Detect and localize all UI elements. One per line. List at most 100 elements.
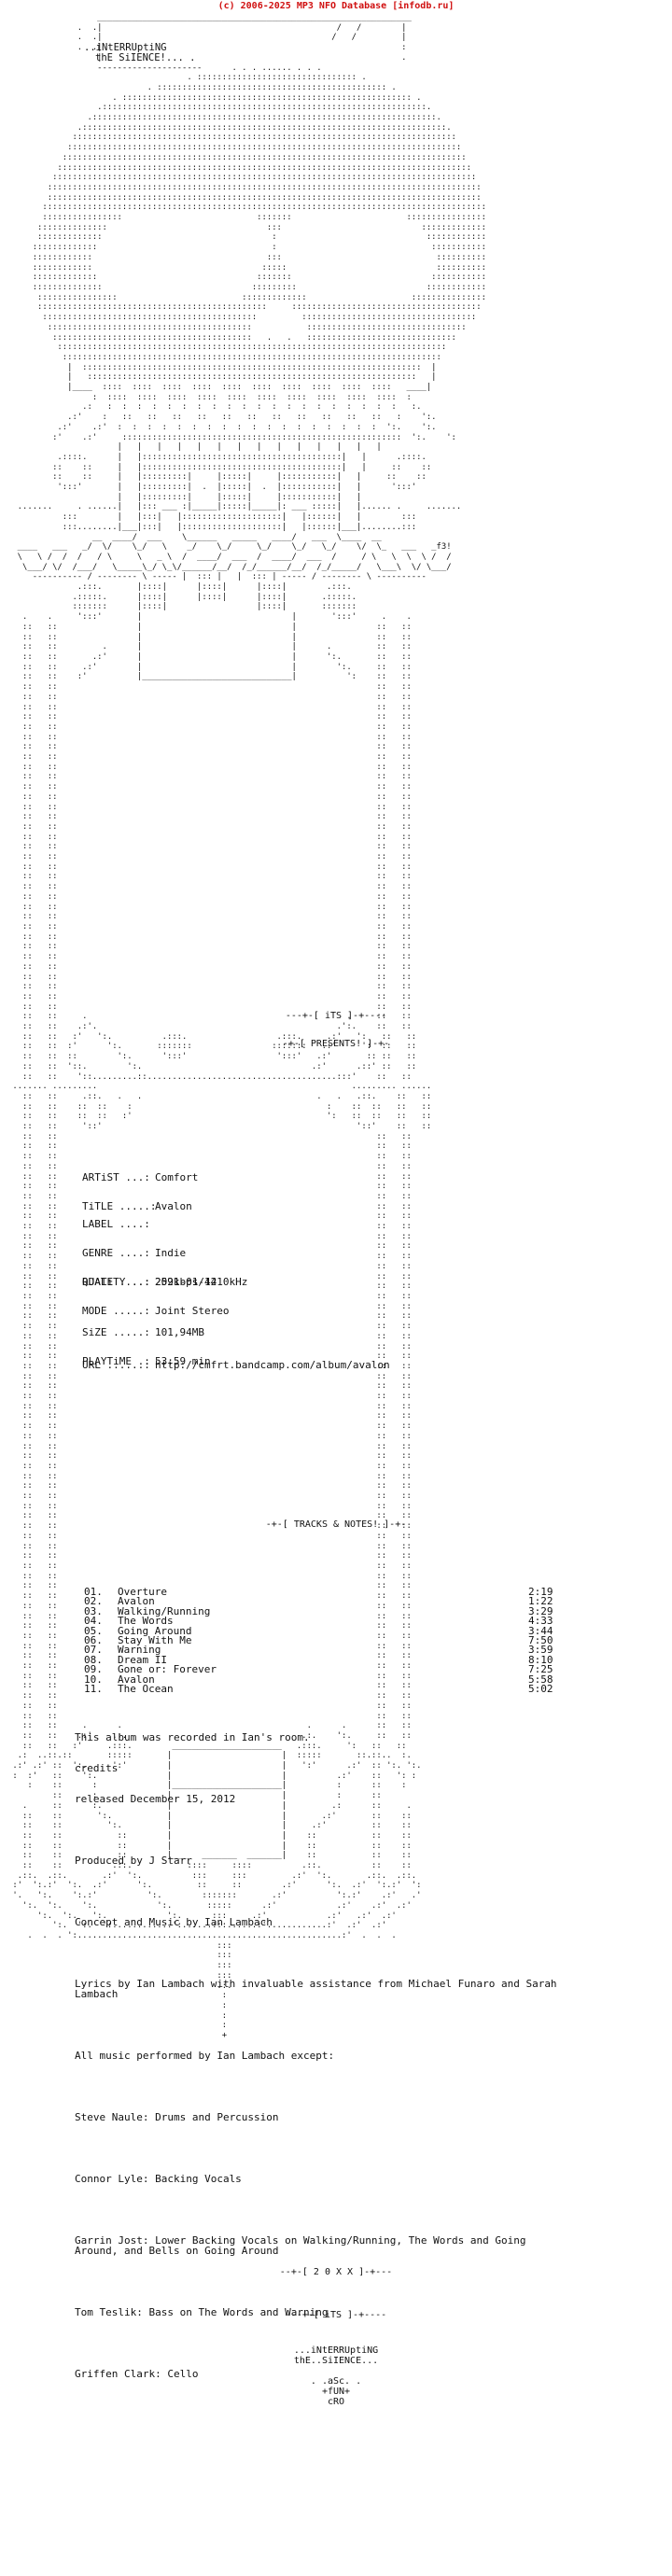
tracks-notes-banner: -+-[ TRACKS & NOTES! ]-+- <box>265 1519 407 1530</box>
track-duration: 3:59 <box>528 1644 553 1657</box>
presents-banner: -+-[ PRESENTS! ]-+- <box>282 1039 390 1049</box>
artist-row: ARTiST ...: Comfort <box>82 1170 567 1183</box>
track-title: Dream II <box>118 1653 167 1666</box>
release-notes: This album was recorded in Ian's room. c… <box>75 1712 560 2389</box>
label-key: LABEL ....: <box>82 1217 150 1230</box>
note-cello: Griffen Clark: Cello <box>75 2368 199 2380</box>
release-url-info: URL ......: http://cmfrt.bandcamp.com/alb… <box>82 1341 567 1380</box>
track-number: 08. <box>84 1653 103 1666</box>
footer-line-3: . .aSc. . <box>310 2376 362 2387</box>
note-producer: Produced by J Starr <box>75 1855 192 1867</box>
note-concept: Concept and Music by Ian Lambach <box>75 1916 273 1928</box>
track-title: Going Around <box>118 1624 192 1637</box>
mode-value: Joint Stereo <box>155 1305 230 1318</box>
track-title: The Words <box>118 1615 174 1628</box>
track-number: 07. <box>84 1644 103 1657</box>
note-performed: All music performed by Ian Lambach excep… <box>75 2050 335 2062</box>
rdate-value: 2021-01-12 <box>155 1276 217 1289</box>
track-row: 08. Dream II 8:10 <box>84 1653 569 1666</box>
note-lower-backing-vocals: Garrin Jost: Lower Backing Vocals on Wal… <box>75 2234 533 2257</box>
genre-key: GENRE ....: <box>82 1247 150 1260</box>
note-drums: Steve Naule: Drums and Percussion <box>75 2111 279 2123</box>
quality-key: QUALiTY ..: <box>82 1275 150 1288</box>
track-number: 05. <box>84 1624 103 1637</box>
track-title: Walking/Running <box>118 1604 211 1617</box>
note-released: released December 15, 2012 <box>75 1793 236 1805</box>
track-row: 11. The Ocean 5:02 <box>84 1683 569 1696</box>
footer-line-5: cRO <box>327 2397 345 2407</box>
nfo-database-banner: (c) 2006-2025 MP3 NFO Database [infodb.r… <box>217 1 455 11</box>
quality-row: QUALiTY ..: 259kbps/4410kHz <box>82 1275 567 1288</box>
track-number: 06. <box>84 1634 103 1647</box>
track-row: 06. Stay With Me 7:50 <box>84 1634 569 1647</box>
note-credits: credits <box>75 1762 119 1774</box>
size-value: 101,94MB <box>155 1325 204 1338</box>
track-number: 01. <box>84 1586 103 1598</box>
footer-line-1: ...iNtERRUptiNG <box>293 2345 379 2356</box>
track-title: The Ocean <box>118 1683 174 1696</box>
title-key: TiTLE .....: <box>82 1200 157 1213</box>
playtime-row: PLAYTiME .: 53:59 min <box>82 1355 567 1368</box>
track-duration: 7:25 <box>528 1663 553 1676</box>
track-number: 11. <box>84 1683 103 1696</box>
track-duration: 1:22 <box>528 1595 553 1608</box>
track-title: Stay With Me <box>118 1634 192 1647</box>
url-key: URL ......: <box>82 1358 150 1371</box>
ascii-art-skull: ________________________________________… <box>12 13 486 2041</box>
artist-value: Comfort <box>155 1170 199 1183</box>
note-bass: Tom Teslik: Bass on The Words and Warnin… <box>75 2306 329 2318</box>
tracklist: 01. Overture 2:19 02. Avalon 1:22 03. Walking/R… <box>84 1586 569 1696</box>
track-number: 04. <box>84 1615 103 1628</box>
artist-key: ARTiST ...: <box>82 1170 150 1183</box>
track-title: Warning <box>118 1644 161 1657</box>
label-row: LABEL ....: <box>82 1217 567 1230</box>
note-recorded: This album was recorded in Ian's room. <box>75 1731 310 1743</box>
title-row: TiTLE .....:Avalon <box>82 1200 567 1213</box>
title-value: Avalon <box>155 1200 192 1213</box>
playtime-key: PLAYTiME .: <box>82 1355 150 1368</box>
footer-year-banner: --+-[ 2 0 X X ]-+--- <box>279 2267 393 2277</box>
genre-row: GENRE ....: Indie <box>82 1247 567 1260</box>
track-row: 07. Warning 3:59 <box>84 1645 569 1655</box>
track-title: Overture <box>118 1586 167 1598</box>
intro-line-2: thE SiIENCE!... . <box>95 52 196 63</box>
track-duration: 3:44 <box>528 1624 553 1637</box>
track-duration: 5:58 <box>528 1673 553 1686</box>
intro-line-1: ..iNtERRUptiNG <box>84 42 167 53</box>
track-number: 03. <box>84 1604 103 1617</box>
size-key: SiZE .....: <box>82 1325 150 1338</box>
url-row: URL ......: http://cmfrt.bandcamp.com/alb… <box>82 1358 567 1371</box>
track-title: Avalon <box>118 1595 155 1608</box>
quality-value: 259kbps/4410kHz <box>155 1275 248 1288</box>
rdate-key: RDATE ....: <box>82 1276 150 1289</box>
track-title: Gone or: Forever <box>118 1663 217 1676</box>
release-label-info: LABEL ....: GENRE ....: Indie RDATE ....:… <box>82 1200 567 1297</box>
track-duration: 7:50 <box>528 1634 553 1647</box>
track-duration: 8:10 <box>528 1653 553 1666</box>
release-quality-info: QUALiTY ..: 259kbps/4410kHz MODE .....: Jo… <box>82 1258 567 1326</box>
playtime-value: 53:59 min <box>155 1355 211 1368</box>
genre-value: Indie <box>155 1247 187 1260</box>
track-row: 04. The Words 4:33 <box>84 1615 569 1628</box>
track-number: 09. <box>84 1663 103 1676</box>
footer-its-banner: ---+-[ iTS ]-+---- <box>285 2310 387 2320</box>
footer-line-4: +fUN+ <box>321 2387 351 2397</box>
track-duration: 5:02 <box>528 1683 553 1696</box>
track-row: 05. Going Around 3:44 <box>84 1624 569 1637</box>
note-lyrics: Lyrics by Ian Lambach with invaluable as… <box>75 1978 564 2000</box>
track-duration: 4:33 <box>528 1615 553 1628</box>
track-row: 09. Gone or: Forever 7:25 <box>84 1663 569 1676</box>
url-value[interactable]: http://cmfrt.bandcamp.com/album/avalon <box>155 1358 390 1371</box>
mode-key: MODE .....: <box>82 1305 150 1318</box>
note-backing-vocals: Connor Lyle: Backing Vocals <box>75 2173 242 2185</box>
track-duration: 2:19 <box>528 1586 553 1598</box>
intro-text <box>82 1143 567 1153</box>
track-number: 10. <box>84 1673 103 1686</box>
its-banner: ---+-[ iTS ]-+---- <box>285 1011 387 1021</box>
track-number: 02. <box>84 1595 103 1608</box>
release-size-info: SiZE .....: 101,94MB PLAYTiME .: 53:59 min <box>82 1309 567 1377</box>
rdate-row: RDATE ....: 2021-01-12 <box>82 1276 567 1289</box>
